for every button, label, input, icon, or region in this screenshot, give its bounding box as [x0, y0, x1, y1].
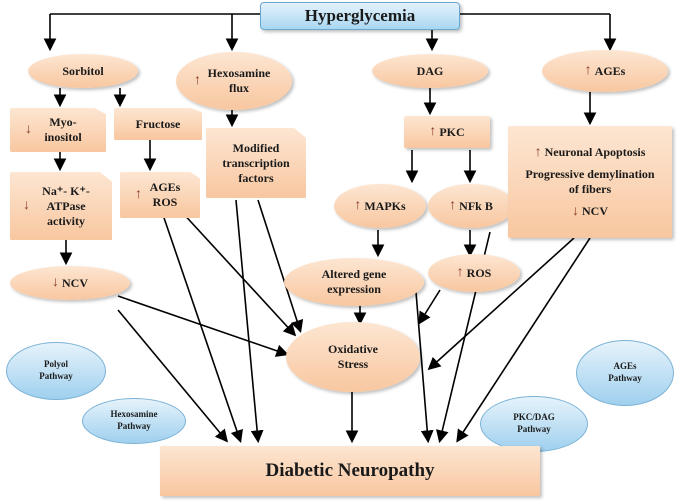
oxidative-stress-label: Oxidative Stress [328, 342, 378, 371]
fructose-node: Fructose [114, 108, 202, 140]
transcription-node: Modified transcription factors [206, 128, 306, 198]
hyperglycemia-label: Hyperglycemia [304, 6, 416, 26]
ncv-right-label: NCV [582, 204, 608, 219]
decrease-arrow-icon: ↓ [25, 122, 32, 138]
diabetic-neuropathy-label: Diabetic Neuropathy [265, 460, 435, 482]
transcription-label: Modified transcription factors [222, 140, 290, 185]
hexosamine-pathway-callout: Hexosamine Pathway [82, 398, 186, 444]
ncv-left-node: ↓ NCV [10, 266, 130, 300]
arrow-transcription-neuropathy [235, 199, 264, 444]
myoinositol-node: ↓ Myo-inositol [10, 108, 106, 152]
ncv-left-label: NCV [62, 275, 88, 290]
ros-right-label: ROS [466, 265, 492, 280]
ros-right-node: ↑ ROS [428, 254, 520, 292]
ages-pathway-label: AGEs Pathway [608, 361, 642, 383]
ages-label: AGEs [594, 63, 626, 78]
ages-pathway-callout: AGEs Pathway [576, 340, 674, 406]
arrow-apoptosis-oxidative [427, 237, 575, 371]
increase-arrow-icon: ↑ [449, 198, 457, 214]
sorbitol-label: Sorbitol [62, 63, 104, 78]
atpase-node: ↓ Na⁺- K⁺- ATPase activity [10, 172, 112, 240]
diabetic-neuropathy-box: Diabetic Neuropathy [160, 446, 540, 496]
hyperglycemia-box: Hyperglycemia [260, 2, 460, 30]
hexosamine-label: Hexosamine flux [207, 66, 271, 95]
ages-ros-left-node: ↑ AGEs ROS [120, 172, 200, 218]
decrease-arrow-icon: ↓ [572, 204, 579, 219]
myoinositol-label: Myo-inositol [44, 115, 82, 144]
polyol-pathway-label: Polyol Pathway [39, 359, 73, 381]
mapks-node: ↑ MAPKs [334, 184, 426, 228]
arrow-ros-oxidative [418, 289, 441, 325]
nfkb-node: ↑ NFk B [428, 184, 514, 228]
gene-expression-label: Altered gene expression [321, 267, 387, 296]
ages-ros-left-label: AGEs ROS [149, 180, 181, 209]
pkc-dag-pathway-label: PKC/DAG Pathway [513, 412, 555, 434]
arrow-ncv-oxidative [117, 295, 290, 357]
polyol-pathway-callout: Polyol Pathway [6, 342, 106, 400]
increase-arrow-icon: ↑ [534, 144, 542, 160]
ages-node: ↑ AGEs [542, 50, 668, 92]
increase-arrow-icon: ↑ [429, 124, 437, 140]
ncv-right-row: ↓ NCV [572, 203, 608, 221]
pkc-label: PKC [439, 124, 465, 139]
gene-expression-node: Altered gene expression [284, 258, 424, 306]
apoptosis-row: ↑ Neuronal Apoptosis [535, 144, 646, 162]
arrow-ros-neuropathy [415, 291, 434, 444]
decrease-arrow-icon: ↓ [52, 275, 59, 291]
atpase-label: Na⁺- K⁺- ATPase activity [42, 183, 90, 228]
oxidative-stress-node: Oxidative Stress [286, 322, 420, 392]
arrow-ages-ros-oxidative [179, 209, 297, 337]
increase-arrow-icon: ↑ [354, 198, 362, 214]
demyelination-label: Progressive demylination of fibers [525, 167, 655, 196]
decrease-arrow-icon: ↓ [23, 198, 30, 214]
fructose-label: Fructose [135, 116, 181, 131]
increase-arrow-icon: ↑ [456, 265, 464, 281]
apoptosis-label: Neuronal Apoptosis [544, 144, 646, 159]
arrow-ncv-neuropathy [117, 309, 229, 443]
hexosamine-node: ↑ Hexosamine flux [176, 52, 292, 110]
arrow-apoptosis-neuropathy [456, 237, 591, 443]
pkc-dag-pathway-callout: PKC/DAG Pathway [480, 396, 588, 452]
nfkb-label: NFk B [459, 198, 493, 213]
increase-arrow-icon: ↑ [194, 73, 201, 89]
arrow-transcription-oxidative [257, 199, 304, 334]
increase-arrow-icon: ↑ [135, 187, 142, 203]
pkc-node: ↑ PKC [404, 116, 490, 148]
mapks-label: MAPKs [364, 198, 406, 213]
dag-node: DAG [372, 54, 488, 88]
hexosamine-pathway-label: Hexosamine Pathway [110, 409, 158, 431]
apoptosis-node: ↑ Neuronal Apoptosis Progressive demylin… [508, 126, 672, 238]
dag-label: DAG [416, 63, 444, 78]
sorbitol-node: Sorbitol [28, 54, 138, 88]
increase-arrow-icon: ↑ [584, 63, 592, 79]
arrow-ages-ros-neuropathy [161, 211, 243, 444]
